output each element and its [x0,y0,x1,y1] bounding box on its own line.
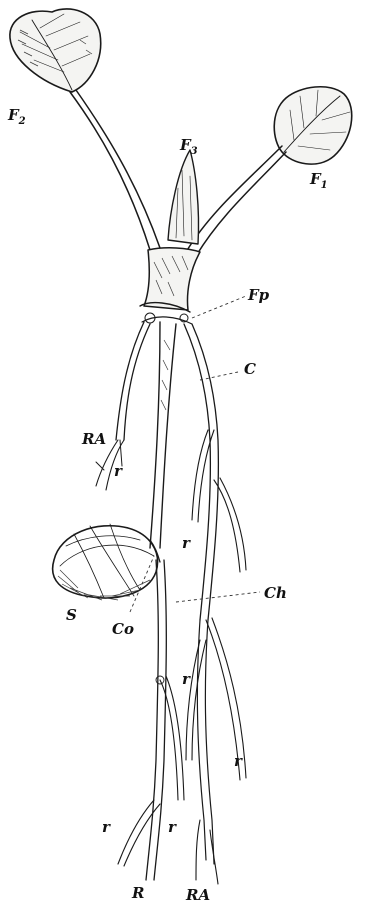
adventitious-root-right [184,324,246,884]
label-fp: Fp [247,286,270,304]
label-co: Co [112,620,134,638]
label-r-bottom-mid: r [168,818,177,836]
label-ra-upper: RA [81,430,106,448]
label-f3: F3 [179,136,198,157]
adventitious-root-upper-left [96,322,150,490]
label-r-bottom-left: r [102,818,111,836]
label-r-lower-mid: r [182,670,191,688]
label-r-main-root: R [131,884,144,902]
label-r-lower-right: r [234,752,243,770]
leader-c [200,372,238,380]
label-f1: F1 [309,170,328,191]
petioles [70,90,286,256]
leaf-f2 [10,9,101,92]
leader-ch [176,592,260,602]
main-axis [140,248,200,548]
label-r-upper-left: r [114,462,123,480]
label-f2: F2 [7,106,26,127]
label-c: C [244,360,256,378]
leader-fp [192,296,246,318]
label-s: S [66,606,77,624]
label-ch: Ch [264,584,287,602]
label-ra-bottom: RA [185,886,210,904]
leader-co [130,556,154,612]
seed [53,524,160,600]
label-r-mid: r [182,534,191,552]
